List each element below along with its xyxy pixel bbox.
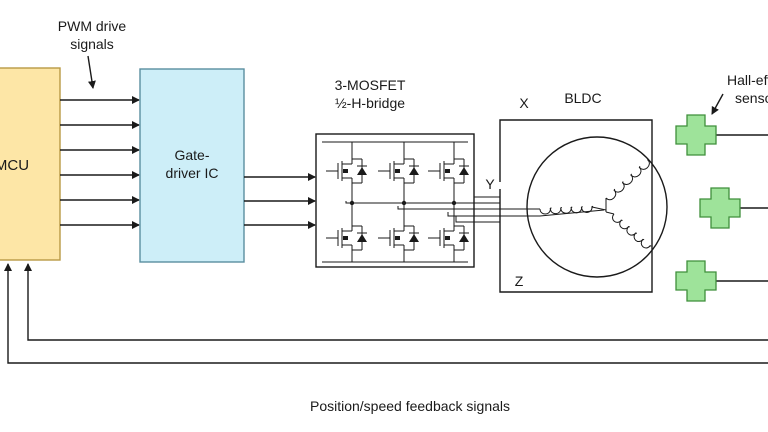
- phase-y-label: Y: [485, 176, 495, 192]
- mosfet-body: [445, 236, 450, 240]
- mosfet-body: [445, 169, 450, 173]
- gate-driver-label-line2: driver IC: [166, 165, 219, 181]
- hall-sensor-icon: [675, 260, 717, 302]
- winding-coil: [539, 205, 594, 215]
- winding-coil: [605, 158, 650, 201]
- phase-z-label: Z: [515, 273, 524, 289]
- gate-driver-label-line1: Gate-: [174, 147, 209, 163]
- mosfet-body: [343, 169, 348, 173]
- feedback-lines: [4, 263, 768, 364]
- diode-triangle: [459, 234, 469, 242]
- hall-sensor-icon: [699, 187, 741, 229]
- winding-neutral: [605, 211, 615, 215]
- diode-triangle: [357, 234, 367, 242]
- bridge-label-line1: 3-MOSFET: [335, 77, 406, 93]
- mosfet-body: [343, 236, 348, 240]
- mosfet-body: [395, 169, 400, 173]
- phase-wires: [345, 196, 605, 223]
- pwm-label-line1: PWM drive: [58, 18, 127, 34]
- mosfet-bridge-internals: [322, 141, 469, 263]
- motor-windings: [539, 158, 652, 249]
- motor-stator-circle: [526, 136, 668, 278]
- winding-neutral: [591, 206, 607, 211]
- diode-triangle: [459, 167, 469, 175]
- gate-output-lines: [244, 173, 316, 229]
- pwm-label-line2: signals: [70, 36, 114, 52]
- hall-label-line1: Hall-effect: [727, 72, 768, 88]
- mosfet-bridge-block: [315, 133, 475, 268]
- phase-x-label: X: [519, 95, 529, 111]
- bridge-label-line2: ½-H-bridge: [335, 95, 405, 111]
- feedback-label: Position/speed feedback signals: [310, 398, 510, 414]
- hall-sensors: [675, 114, 768, 302]
- motor-label: BLDC: [564, 90, 601, 106]
- mcu-block: [0, 67, 61, 261]
- diode-triangle: [409, 167, 419, 175]
- pwm-pointer-arrow: [87, 55, 96, 89]
- hall-pointer-arrow: [711, 93, 724, 115]
- mcu-label: MCU: [0, 157, 29, 174]
- motor-enclosure: [499, 119, 653, 293]
- pwm-signal-lines: [60, 96, 140, 229]
- hall-label-line2: sensors: [735, 90, 768, 106]
- winding-coil: [612, 213, 652, 249]
- gate-driver-block: [139, 68, 245, 263]
- diode-triangle: [357, 167, 367, 175]
- mosfet-body: [395, 236, 400, 240]
- hall-sensor-icon: [675, 114, 717, 156]
- diode-triangle: [409, 234, 419, 242]
